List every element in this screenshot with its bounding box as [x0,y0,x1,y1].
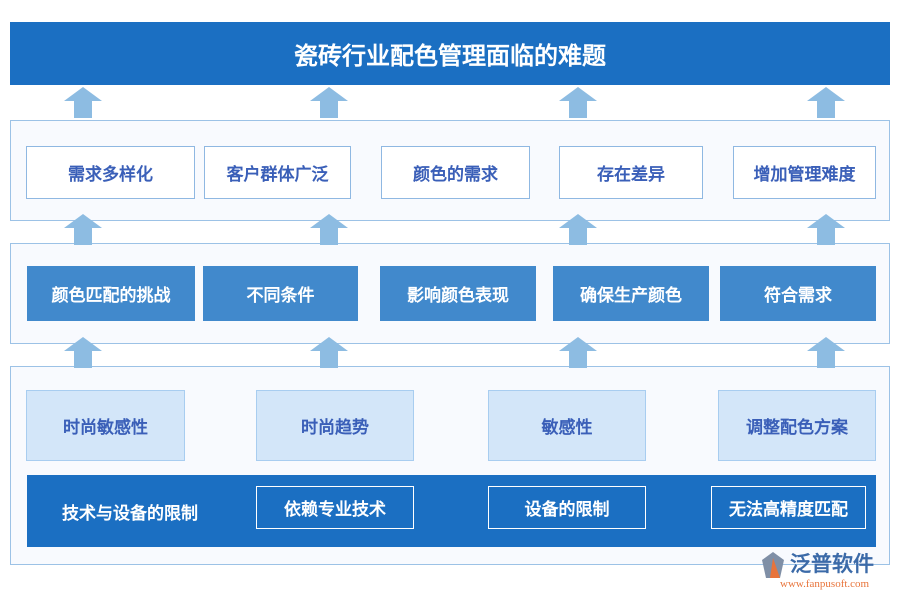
up-arrow-icon [807,87,845,118]
logo-url: www.fanpusoft.com [780,578,870,590]
fanpu-logo: 泛普软件 www.fanpusoft.com [758,548,888,594]
box-fashion-trends: 时尚趋势 [256,390,414,461]
box-precision-matching: 无法高精度匹配 [711,486,866,529]
up-arrow-icon [559,214,597,245]
box-conditions: 不同条件 [203,266,358,321]
up-arrow-icon [807,214,845,245]
box-differences: 存在差异 [559,146,703,199]
up-arrow-icon [310,87,348,118]
logo-icon [762,552,784,578]
box-production-color: 确保生产颜色 [553,266,709,321]
up-arrow-icon [310,337,348,368]
box-meet-demand: 符合需求 [720,266,876,321]
box-management-difficulty: 增加管理难度 [733,146,876,199]
box-adjust-scheme: 调整配色方案 [718,390,876,461]
up-arrow-icon [807,337,845,368]
up-arrow-icon [310,214,348,245]
up-arrow-icon [64,337,102,368]
logo-name: 泛普软件 [790,552,874,576]
up-arrow-icon [64,87,102,118]
band-label: 技术与设备的限制 [62,503,198,524]
box-expertise: 依赖专业技术 [256,486,414,529]
diagram-title: 瓷砖行业配色管理面临的难题 [10,22,890,85]
box-equipment-limits: 设备的限制 [488,486,646,529]
up-arrow-icon [559,337,597,368]
box-demand-diversity: 需求多样化 [26,146,195,199]
limitations-band [27,475,876,547]
box-color-performance: 影响颜色表现 [380,266,536,321]
box-color-demand: 颜色的需求 [381,146,530,199]
box-wide-customers: 客户群体广泛 [204,146,351,199]
box-sensitivity: 敏感性 [488,390,646,461]
up-arrow-icon [64,214,102,245]
box-color-matching: 颜色匹配的挑战 [27,266,195,321]
up-arrow-icon [559,87,597,118]
box-fashion-sensitivity: 时尚敏感性 [26,390,185,461]
